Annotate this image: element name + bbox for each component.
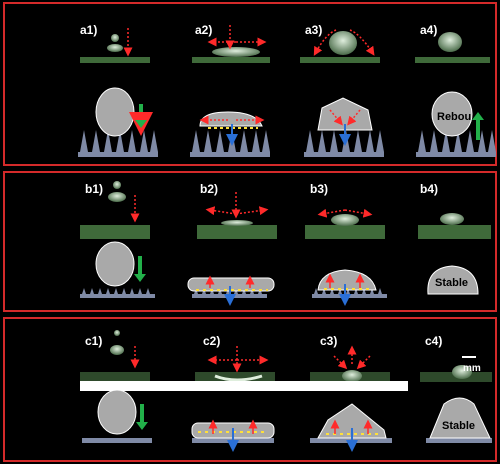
white-divider-bar	[80, 381, 408, 391]
panel-label-b3: b3)	[310, 182, 328, 196]
frame-row-a	[3, 2, 497, 166]
photo-strips-a	[80, 25, 490, 63]
panel-label-a1: a1)	[80, 23, 97, 37]
photo-strips-c: mm	[80, 330, 492, 382]
flat-substrates-c	[82, 438, 492, 443]
row-a: a1) a2) a3) a4)	[78, 23, 496, 157]
row-b: b1) b2) b3) b4)	[80, 181, 491, 306]
panel-label-a2: a2)	[195, 23, 212, 37]
panel-label-c3: c3)	[320, 334, 337, 348]
state-rebound: Rebou	[437, 111, 471, 123]
panel-label-a4: a4)	[420, 23, 437, 37]
spike-substrates-a	[78, 130, 496, 157]
fine-substrates-b	[80, 288, 387, 298]
schematic-drops-b: Stable	[95, 241, 479, 306]
panel-label-a3: a3)	[305, 23, 322, 37]
panel-label-b1: b1)	[85, 182, 103, 196]
panel-label-c1: c1)	[85, 334, 102, 348]
panel-label-b2: b2)	[200, 182, 218, 196]
photo-strips-b	[80, 181, 491, 239]
scale-bar-label: mm	[463, 363, 481, 374]
panel-label-b4: b4)	[420, 182, 438, 196]
panel-label-c4: c4)	[425, 334, 442, 348]
row-c: c1) c2) c3) c4) mm	[80, 330, 492, 452]
scale-bar	[462, 356, 476, 358]
panel-label-c2: c2)	[203, 334, 220, 348]
frame-row-c	[3, 317, 497, 462]
state-stable-c: Stable	[442, 420, 475, 432]
schematic-drops-c: Stable	[97, 389, 491, 452]
schematic-drops-a: Rebou	[95, 87, 484, 146]
frame-row-b	[3, 171, 497, 312]
state-stable-b: Stable	[435, 277, 468, 289]
